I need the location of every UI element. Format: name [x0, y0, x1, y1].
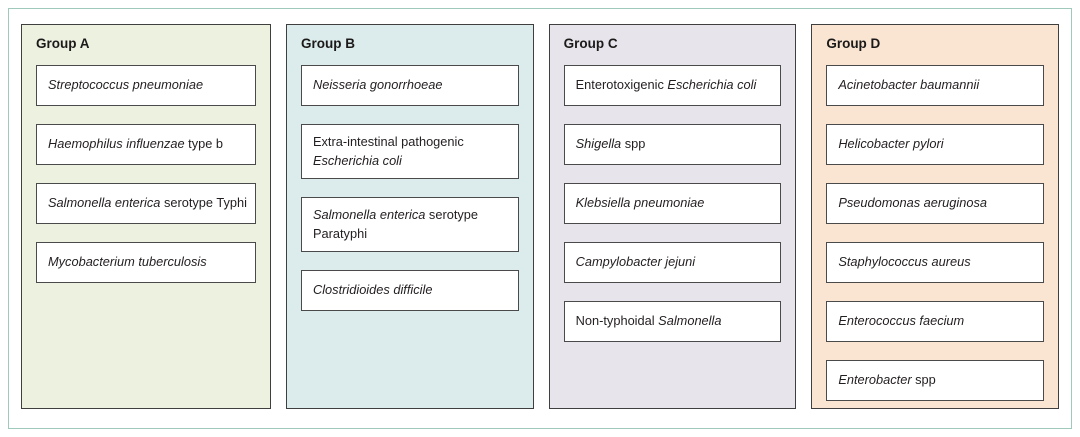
group-b-title: Group B: [300, 36, 355, 51]
organism-name: Klebsiella pneumoniae: [575, 195, 705, 211]
organism-box: Salmonella enterica serotype Typhi: [36, 183, 256, 224]
group-c-title: Group C: [563, 36, 618, 51]
organism-box: Clostridioides difficile: [300, 270, 519, 311]
organism-name: Acinetobacter baumannii: [838, 77, 980, 93]
organism-box: Enterobacter spp: [826, 360, 1044, 401]
group-panel-a: Group A Streptococcus pneumoniae Haemoph…: [21, 24, 271, 409]
group-panel-d: Group D Acinetobacter baumannii Helicoba…: [811, 24, 1059, 409]
organism-name: Non-typhoidal Salmonella: [575, 313, 722, 329]
organism-box: Non-typhoidal Salmonella: [563, 301, 782, 342]
organism-box: Haemophilus influenzae type b: [36, 124, 256, 165]
organism-name: Salmonella enterica serotype Typhi: [48, 195, 247, 211]
group-d-title: Group D: [826, 36, 881, 51]
organism-name: Campylobacter jejuni: [575, 254, 696, 270]
organism-box: Mycobacterium tuberculosis: [36, 242, 256, 283]
organism-box: Streptococcus pneumoniae: [36, 65, 256, 106]
organism-box: Staphylococcus aureus: [826, 242, 1044, 283]
figure-frame: Group A Streptococcus pneumoniae Haemoph…: [8, 8, 1072, 429]
organism-box: Acinetobacter baumannii: [826, 65, 1044, 106]
group-a-title: Group A: [36, 36, 90, 51]
organism-box: Neisseria gonorrhoeae: [300, 65, 519, 106]
organism-box: Helicobacter pylori: [826, 124, 1044, 165]
organism-box: Klebsiella pneumoniae: [563, 183, 782, 224]
organism-name: Enterotoxigenic Escherichia coli: [575, 77, 757, 93]
organism-name: Pseudomonas aeruginosa: [838, 195, 988, 211]
organism-name: Shigella spp: [575, 136, 646, 152]
organism-name: Enterococcus faecium: [838, 313, 965, 329]
group-panels-row: Group A Streptococcus pneumoniae Haemoph…: [9, 9, 1071, 409]
organism-name: Clostridioides difficile: [312, 282, 433, 298]
group-panel-c: Group C Enterotoxigenic Escherichia coli…: [548, 24, 797, 409]
organism-box: Enterococcus faecium: [826, 301, 1044, 342]
group-panel-b: Group B Neisseria gonorrhoeae Extra-inte…: [285, 24, 534, 409]
organism-box: Campylobacter jejuni: [563, 242, 782, 283]
organism-box: Shigella spp: [563, 124, 782, 165]
organism-name: Streptococcus pneumoniae: [48, 77, 204, 93]
organism-box: Enterotoxigenic Escherichia coli: [563, 65, 782, 106]
organism-name: Enterobacter spp: [838, 372, 936, 388]
organism-name: Haemophilus influenzae type b: [48, 136, 224, 152]
organism-name: Helicobacter pylori: [838, 136, 944, 152]
organism-box: Pseudomonas aeruginosa: [826, 183, 1044, 224]
organism-name: Mycobacterium tuberculosis: [48, 254, 207, 270]
organism-name: Neisseria gonorrhoeae: [312, 77, 443, 93]
organism-name: Staphylococcus aureus: [838, 254, 971, 270]
